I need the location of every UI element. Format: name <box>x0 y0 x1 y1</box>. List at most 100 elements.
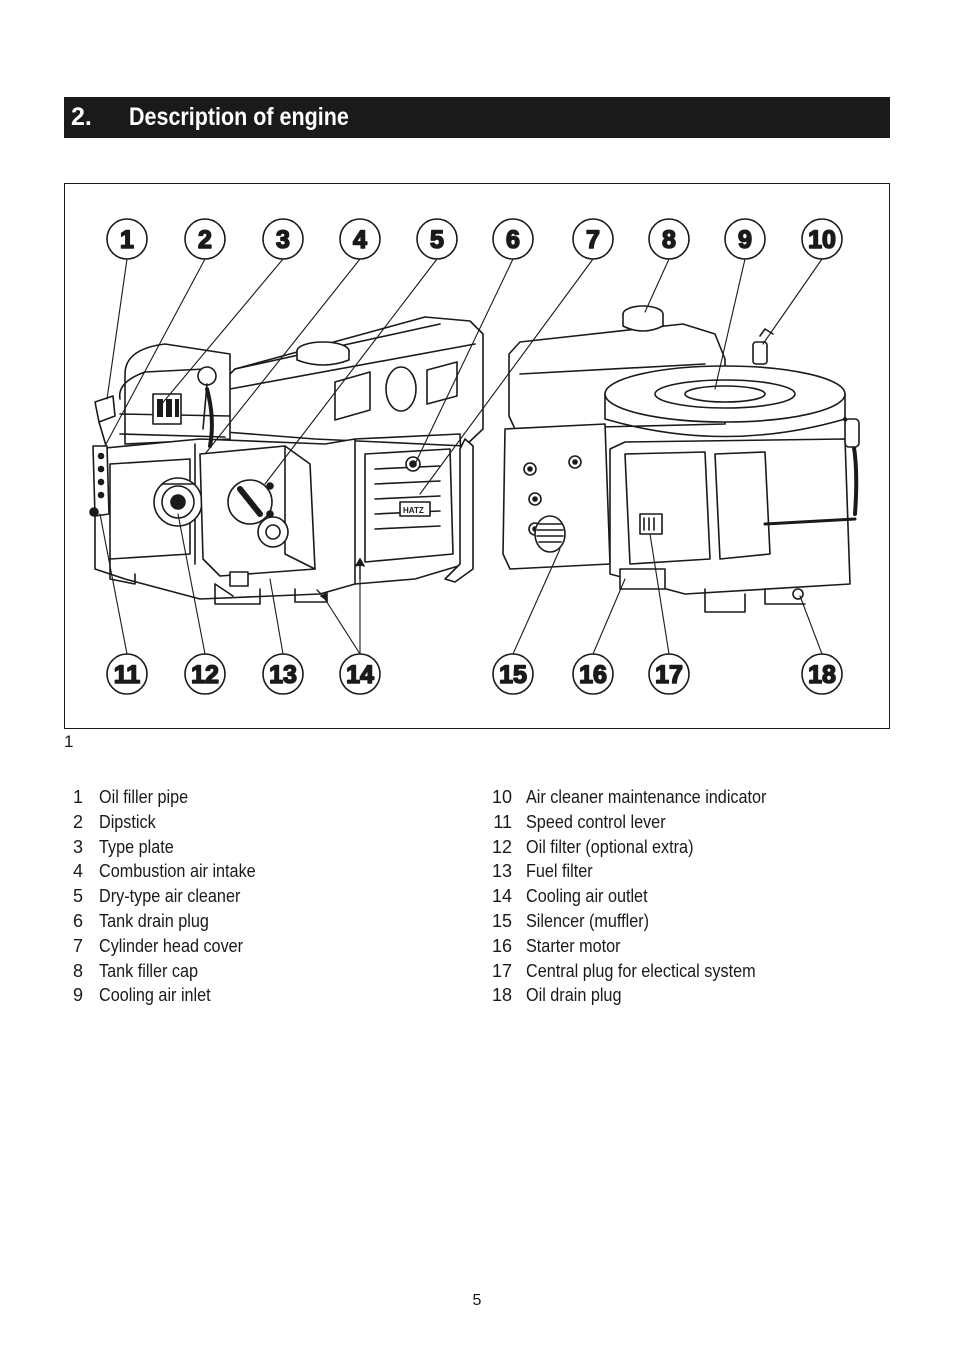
part-number: 12 <box>491 836 512 857</box>
svg-text:16: 16 <box>579 661 607 689</box>
part-label: Oil filter (optional extra) <box>526 836 694 857</box>
part-label: Cylinder head cover <box>99 935 244 956</box>
callout-17-central-plug: 17 <box>648 653 690 695</box>
part-label: Tank drain plug <box>99 910 209 931</box>
svg-text:17: 17 <box>655 661 683 689</box>
part-number: 2 <box>72 811 83 832</box>
parts-list-item: 18 Oil drain plug <box>486 983 793 1008</box>
callout-5-dry-type-air-cleaner: 5 <box>416 218 458 260</box>
part-number: 6 <box>72 910 83 931</box>
callout-12-oil-filter: 12 <box>184 653 226 695</box>
callout-1-oil-filler-pipe: 1 <box>106 218 148 260</box>
parts-list-left: 1 Oil filler pipe 2 Dipstick 3 Type plate 4… <box>64 785 273 1008</box>
parts-list-item: 6 Tank drain plug <box>64 909 273 934</box>
callout-4-combustion-air-intake: 4 <box>339 218 381 260</box>
callout-13-fuel-filter: 13 <box>262 653 304 695</box>
part-number: 13 <box>491 861 512 882</box>
callout-16-starter-motor: 16 <box>572 653 614 695</box>
callout-9-cooling-air-inlet: 9 <box>724 218 766 260</box>
callout-7-cylinder-head-cover: 7 <box>572 218 614 260</box>
svg-text:13: 13 <box>269 661 297 689</box>
parts-list-item: 3 Type plate <box>64 835 273 860</box>
part-label: Oil drain plug <box>526 985 622 1006</box>
part-label: Tank filler cap <box>99 960 199 981</box>
part-label: Oil filler pipe <box>99 787 189 807</box>
engine-badge: HATZ <box>403 506 424 515</box>
part-number: 11 <box>493 811 512 832</box>
svg-text:10: 10 <box>808 226 836 254</box>
part-label: Combustion air intake <box>99 861 256 882</box>
part-number: 15 <box>491 910 512 931</box>
parts-list-item: 13 Fuel filter <box>486 859 793 884</box>
svg-text:6: 6 <box>506 226 520 254</box>
svg-text:18: 18 <box>808 661 836 689</box>
leader-lines <box>99 258 823 655</box>
callout-11-speed-control-lever: 11 <box>106 653 148 695</box>
part-label: Silencer (muffler) <box>526 910 650 931</box>
parts-list-item: 14 Cooling air outlet <box>486 884 793 909</box>
engine-figure: HATZ <box>64 183 890 729</box>
parts-list-item: 11 Speed control lever <box>486 810 793 835</box>
svg-text:9: 9 <box>738 226 752 254</box>
figure-number: 1 <box>64 732 74 751</box>
part-number: 9 <box>72 985 83 1006</box>
engine-left-view: HATZ <box>89 316 484 605</box>
callout-18-oil-drain-plug: 18 <box>801 653 843 695</box>
part-label: Central plug for electical system <box>526 960 756 981</box>
part-number: 16 <box>491 935 512 956</box>
part-label: Dipstick <box>99 811 156 832</box>
part-label: Speed control lever <box>526 811 666 832</box>
part-label: Cooling air outlet <box>526 886 648 907</box>
parts-list-item: 8 Tank filler cap <box>64 959 273 984</box>
parts-list-item: 15 Silencer (muffler) <box>486 909 793 934</box>
part-number: 8 <box>72 960 83 981</box>
svg-text:7: 7 <box>586 226 600 254</box>
part-number: 18 <box>491 985 512 1006</box>
callouts: 1 2 3 4 5 6 7 8 9 10 11 12 13 14 15 16 1… <box>106 218 843 695</box>
callout-10-air-cleaner-maintenance-indicator: 10 <box>801 218 843 260</box>
section-header: 2. Description of engine <box>64 97 890 138</box>
part-label: Cooling air inlet <box>99 985 211 1006</box>
part-label: Air cleaner maintenance indicator <box>526 787 767 807</box>
svg-text:4: 4 <box>353 226 367 254</box>
parts-list-item: 16 Starter motor <box>486 934 793 959</box>
page-number: 5 <box>472 1292 482 1309</box>
part-number: 17 <box>491 960 512 981</box>
part-number: 5 <box>72 886 83 907</box>
parts-list-item: 7 Cylinder head cover <box>64 934 273 959</box>
parts-list-item: 9 Cooling air inlet <box>64 983 273 1008</box>
part-number: 3 <box>72 836 83 857</box>
part-number: 10 <box>491 787 512 807</box>
parts-list-right: 10 Air cleaner maintenance indicator 11 Sp… <box>486 785 793 1008</box>
svg-text:12: 12 <box>191 661 219 689</box>
callout-8-tank-filler-cap: 8 <box>648 218 690 260</box>
callout-6-tank-drain-plug: 6 <box>492 218 534 260</box>
parts-list-item: 17 Central plug for electical system <box>486 959 793 984</box>
part-number: 7 <box>72 935 83 956</box>
svg-text:5: 5 <box>430 226 444 254</box>
parts-list-item: 12 Oil filter (optional extra) <box>486 835 793 860</box>
engine-illustration: HATZ <box>89 218 860 695</box>
part-label: Starter motor <box>526 935 621 956</box>
section-title: Description of engine <box>129 103 349 131</box>
part-label: Dry-type air cleaner <box>99 886 241 907</box>
svg-text:14: 14 <box>346 661 374 689</box>
svg-text:1: 1 <box>120 226 134 254</box>
svg-text:2: 2 <box>198 226 212 254</box>
parts-list-item: 10 Air cleaner maintenance indicator <box>486 785 793 810</box>
engine-right-view <box>502 305 860 613</box>
parts-list-item: 5 Dry-type air cleaner <box>64 884 273 909</box>
svg-text:8: 8 <box>662 226 676 254</box>
parts-list-item: 2 Dipstick <box>64 810 273 835</box>
part-number: 1 <box>72 787 83 807</box>
svg-text:3: 3 <box>276 226 290 254</box>
svg-text:11: 11 <box>114 661 141 689</box>
callout-3-type-plate: 3 <box>262 218 304 260</box>
part-label: Type plate <box>99 836 174 857</box>
part-number: 14 <box>491 886 512 907</box>
callout-14-cooling-air-outlet: 14 <box>339 653 381 695</box>
svg-text:15: 15 <box>499 661 527 689</box>
callout-2-dipstick: 2 <box>184 218 226 260</box>
part-label: Fuel filter <box>526 861 593 882</box>
